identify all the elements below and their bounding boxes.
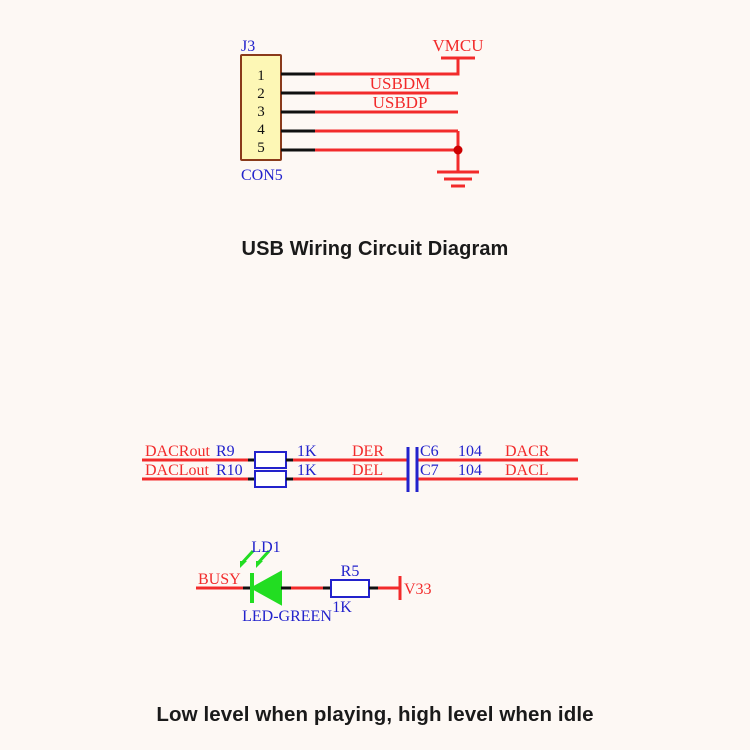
resistor-body-r5 [330, 579, 370, 598]
net-label-vmcu: VMCU [432, 36, 483, 55]
net-label-busy: BUSY [198, 571, 241, 588]
net-label-dacl: DACL [505, 462, 549, 479]
net-label-usbdm: USBDM [370, 74, 430, 93]
resistor-value-r5: 1K [332, 599, 352, 616]
capacitor-designator-c6: C6 [420, 443, 439, 460]
resistor-designator-r5: R5 [341, 563, 360, 580]
usb-wiring-circuit: J3 CON5 1 2 3 4 5 VMCU USBDM USBDP [240, 36, 484, 188]
resistor-body-r10 [254, 470, 287, 488]
connector-pin-4: 4 [257, 122, 265, 138]
capacitor-plates [406, 447, 419, 492]
resistor-value-r10: 1K [297, 462, 317, 479]
resistor-designator-r10: R10 [216, 462, 243, 479]
net-label-der: DER [352, 443, 384, 460]
capacitor-value-c6: 104 [458, 443, 482, 460]
resistor-value-r9: 1K [297, 443, 317, 460]
connector-pin-1: 1 [257, 68, 265, 84]
led-symbol-ld1 [240, 549, 282, 606]
dac-row-left-channel: DACLout R10 1K DEL C7 104 DACL [142, 462, 578, 488]
busy-diagram-caption: Low level when playing, high level when … [156, 703, 594, 726]
capacitor-value-c7: 104 [458, 462, 482, 479]
resistor-body-r9 [254, 451, 287, 469]
usb-diagram-caption: USB Wiring Circuit Diagram [241, 238, 509, 260]
junction-dot-ground [453, 145, 463, 155]
dac-output-circuit: DACRout R9 1K DER C6 104 DACR DACLout R1… [142, 443, 578, 492]
net-label-daclout: DACLout [145, 462, 210, 479]
connector-pin-3: 3 [257, 104, 265, 120]
net-label-dacr: DACR [505, 443, 550, 460]
wire-vmcu [315, 58, 460, 76]
connector-part-name: CON5 [241, 167, 283, 184]
led-emission-arrows [240, 549, 271, 568]
resistor-designator-r9: R9 [216, 443, 235, 460]
net-label-del: DEL [352, 462, 383, 479]
led-anode-triangle [249, 570, 282, 606]
dac-row-right-channel: DACRout R9 1K DER C6 104 DACR [142, 443, 578, 469]
led-part-name: LED-GREEN [242, 608, 332, 625]
connector-body [240, 54, 282, 161]
busy-led-circuit: BUSY LD1 LED-GREEN R5 1K [196, 539, 432, 625]
connector-pin-5: 5 [257, 140, 265, 156]
net-label-v33: V33 [404, 581, 432, 598]
connector-designator: J3 [241, 38, 255, 55]
led-designator: LD1 [251, 539, 280, 556]
ground-symbol [437, 170, 479, 188]
net-label-usbdp: USBDP [373, 93, 428, 112]
capacitor-designator-c7: C7 [420, 462, 439, 479]
connector-pin-2: 2 [257, 86, 265, 102]
net-label-dacrout: DACRout [145, 443, 210, 460]
